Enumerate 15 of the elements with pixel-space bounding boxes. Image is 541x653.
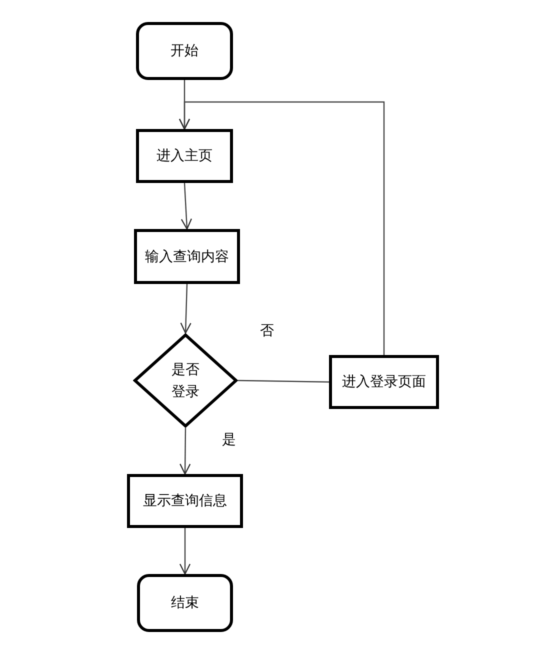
arrow [180,284,192,334]
arrow [179,528,191,575]
process-box: 进入主页 [136,129,233,183]
process-box: 输入查询内容 [134,229,240,284]
process-box: 显示查询信息 [127,474,243,528]
edge-label: 是 [220,431,238,449]
connector-line [238,380,330,383]
process-box: 进入登录页面 [329,355,439,409]
arrow [180,428,191,475]
edge-label: 否 [258,322,276,340]
terminal-box: 结束 [137,574,233,632]
arrow [178,101,385,355]
arrow [180,182,192,230]
decision-diamond: 是否登录 [133,333,238,428]
terminal-box: 开始 [136,22,233,80]
